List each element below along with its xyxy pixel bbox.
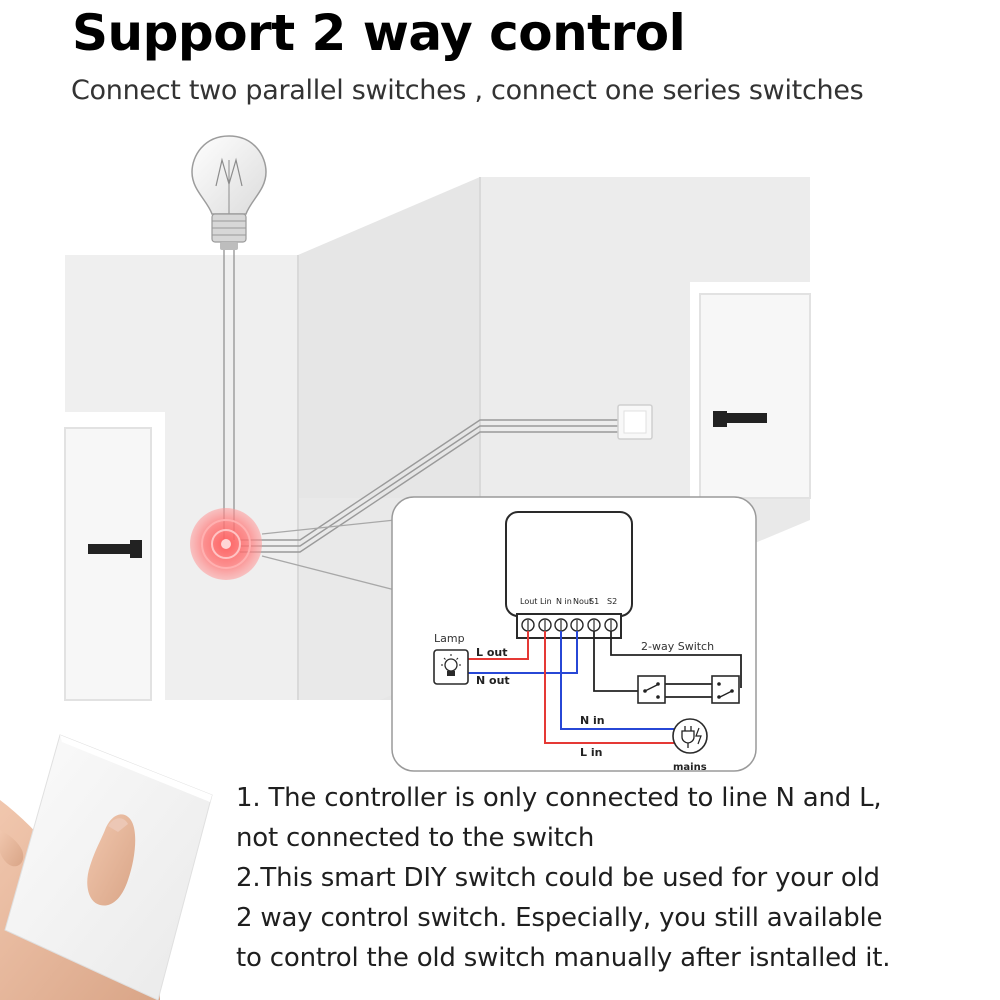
n-out-wire bbox=[468, 631, 578, 674]
mains-plug-icon bbox=[672, 718, 708, 754]
note-line: 2.This smart DIY switch could be used fo… bbox=[236, 863, 880, 893]
lamp-icon bbox=[433, 649, 469, 685]
wall-wires bbox=[223, 240, 625, 553]
terminal-label-lin: Lin bbox=[540, 597, 552, 606]
right-door bbox=[690, 282, 811, 499]
controller-location-marker bbox=[190, 508, 262, 580]
s2-wire bbox=[610, 631, 742, 688]
left-door bbox=[64, 412, 165, 701]
s1-wire bbox=[593, 631, 638, 692]
light-bulb-icon bbox=[191, 135, 267, 250]
terminal-label-s1: S1 bbox=[589, 597, 599, 606]
note-line: 1. The controller is only connected to l… bbox=[236, 783, 882, 813]
terminal-label-nin: N in bbox=[556, 597, 572, 606]
l-in-label: L in bbox=[580, 746, 602, 759]
two-way-switch-2-icon bbox=[711, 675, 740, 704]
lamp-label: Lamp bbox=[434, 632, 465, 645]
mains-label: mains bbox=[673, 762, 707, 773]
page-title: Support 2 way control bbox=[72, 4, 686, 62]
switch-label: 2-way Switch bbox=[641, 640, 714, 653]
notes-list: 1. The controller is only connected to l… bbox=[236, 778, 976, 978]
wiring-diagram-panel: Lout Lin N in Nout S1 S2 bbox=[391, 496, 757, 773]
thumb bbox=[87, 814, 136, 906]
door-handle bbox=[88, 544, 138, 554]
note-line: not connected to the switch bbox=[236, 823, 595, 853]
l-in-wire bbox=[544, 631, 676, 744]
n-in-wire bbox=[560, 631, 676, 730]
two-way-switch-1-icon bbox=[637, 675, 666, 704]
page-subtitle: Connect two parallel switches , connect … bbox=[71, 75, 864, 106]
terminal-label-s2: S2 bbox=[607, 597, 617, 606]
hand-holding-switch-panel bbox=[0, 734, 213, 1000]
terminal-label-lout: Lout bbox=[520, 597, 537, 606]
n-out-label: N out bbox=[476, 674, 510, 687]
n-in-label: N in bbox=[580, 714, 605, 727]
l-out-label: L out bbox=[476, 646, 508, 659]
l-out-wire bbox=[468, 631, 529, 660]
note-line: to control the old switch manually after… bbox=[236, 943, 891, 973]
terminal-label-nout: Nout bbox=[573, 597, 592, 606]
old-wall-switch bbox=[617, 404, 653, 440]
note-line: 2 way control switch. Especially, you st… bbox=[236, 903, 883, 933]
callout-leader bbox=[261, 519, 396, 591]
